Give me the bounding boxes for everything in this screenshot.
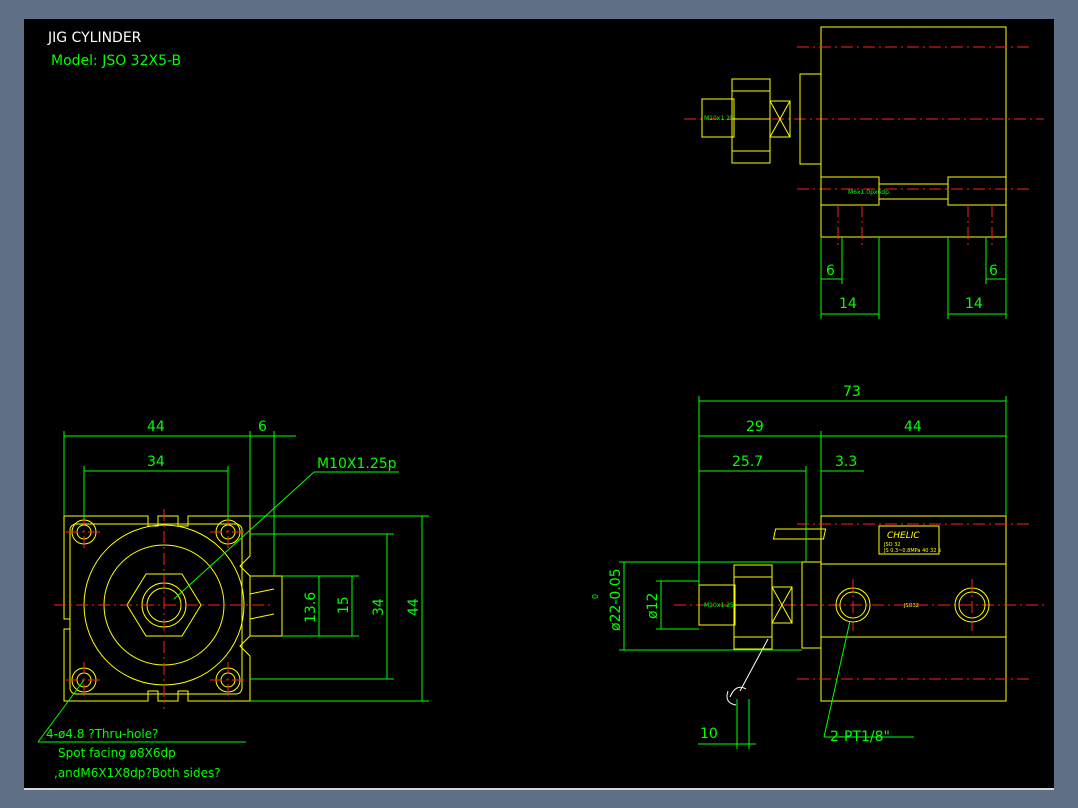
cad-drawing: JIG CYLINDER Model: JSO 32X5-B M10x1.25 … bbox=[37, 26, 1044, 780]
flat-cross bbox=[769, 100, 791, 138]
side-rod-thread bbox=[698, 584, 736, 626]
dim-side-25-7: 25.7 bbox=[732, 454, 763, 470]
rod-thread bbox=[701, 98, 735, 138]
brand-logo: CHELIC bbox=[887, 531, 920, 541]
cad-canvas[interactable]: JIG CYLINDER Model: JSO 32X5-B M10x1.25 … bbox=[24, 19, 1054, 788]
dim-side-phi22: ø22-0.05 bbox=[608, 568, 624, 631]
dim-side-73: 73 bbox=[843, 384, 861, 400]
front-port-stub bbox=[250, 575, 283, 637]
hole-note-line3: ,andM6X1X8dp?Both sides? bbox=[54, 766, 221, 780]
nameplate-line1: JSO 32 bbox=[883, 542, 901, 548]
dim-side-phi12: ø12 bbox=[645, 593, 661, 619]
side-body-label: JSO32 bbox=[903, 603, 919, 609]
dim-top-6-right: 6 bbox=[989, 263, 998, 279]
port-left bbox=[820, 176, 880, 206]
leader-line bbox=[823, 620, 851, 738]
side-thread-label: M10x1.25 bbox=[704, 602, 734, 609]
dim-side-29: 29 bbox=[746, 419, 764, 435]
port-right bbox=[947, 176, 1007, 206]
drawing-title: JIG CYLINDER bbox=[47, 30, 142, 46]
dim-front-34: 34 bbox=[147, 454, 165, 470]
nameplate bbox=[878, 525, 940, 555]
front-inner bbox=[69, 523, 243, 695]
dim-top-6-left: 6 bbox=[826, 263, 835, 279]
side-view: CHELIC JSO 32 JS 0.3~0.8MPa 40 32 5 JSO3… bbox=[591, 384, 1044, 749]
dim-front-44v: 44 bbox=[406, 598, 422, 616]
front-body bbox=[63, 515, 251, 702]
leader-line bbox=[173, 471, 315, 600]
top-port-label: M6x1.0px6dp. bbox=[848, 189, 891, 196]
dim-front-34v: 34 bbox=[371, 598, 387, 616]
dim-front-44: 44 bbox=[147, 419, 165, 435]
dim-side-3-3: 3.3 bbox=[835, 454, 857, 470]
side-hex-nut bbox=[733, 564, 773, 650]
nameplate-line2: JS 0.3~0.8MPa 40 32 5 bbox=[883, 548, 941, 554]
dim-top-14-left: 14 bbox=[839, 296, 857, 312]
hex-nut bbox=[731, 78, 771, 164]
dim-front-13-6: 13.6 bbox=[303, 592, 319, 623]
hole-note-line1: 4-ø4.8 ?Thru-hole? bbox=[46, 727, 158, 741]
rod-flat bbox=[769, 100, 791, 138]
top-thread-label: M10x1.25 bbox=[704, 115, 734, 122]
detail-mark bbox=[726, 686, 747, 706]
dim-side-44: 44 bbox=[904, 419, 922, 435]
thread-callout: M10X1.25p bbox=[317, 456, 397, 472]
leader-line bbox=[37, 679, 85, 743]
detail-leader bbox=[739, 638, 769, 692]
stub-hatch bbox=[249, 613, 275, 620]
port-callout: 2-PT1/8" bbox=[830, 729, 890, 745]
side-rod-collar bbox=[801, 561, 822, 649]
dim-front-6: 6 bbox=[258, 419, 267, 435]
rod-collar bbox=[799, 73, 822, 165]
flat-cross bbox=[771, 586, 793, 624]
hole-note-line2: Spot facing ø8X6dp bbox=[58, 746, 176, 760]
dim-side-10: 10 bbox=[700, 726, 718, 742]
dim-top-14-right: 14 bbox=[965, 296, 983, 312]
model-label: Model: JSO 32X5-B bbox=[51, 53, 181, 69]
stub-hatch bbox=[249, 588, 275, 595]
brand-box bbox=[772, 528, 827, 540]
side-rod-flat bbox=[771, 586, 793, 624]
front-view: 44 6 34 13.6 15 34 44 M10X1.25p 4-ø4.8 ?… bbox=[37, 419, 429, 780]
dim-side-phi22-tol: 0 bbox=[591, 594, 600, 599]
dim-front-15: 15 bbox=[336, 596, 352, 614]
top-view: M10x1.25 M6x1.0px6dp. 6 6 14 14 bbox=[684, 26, 1044, 319]
